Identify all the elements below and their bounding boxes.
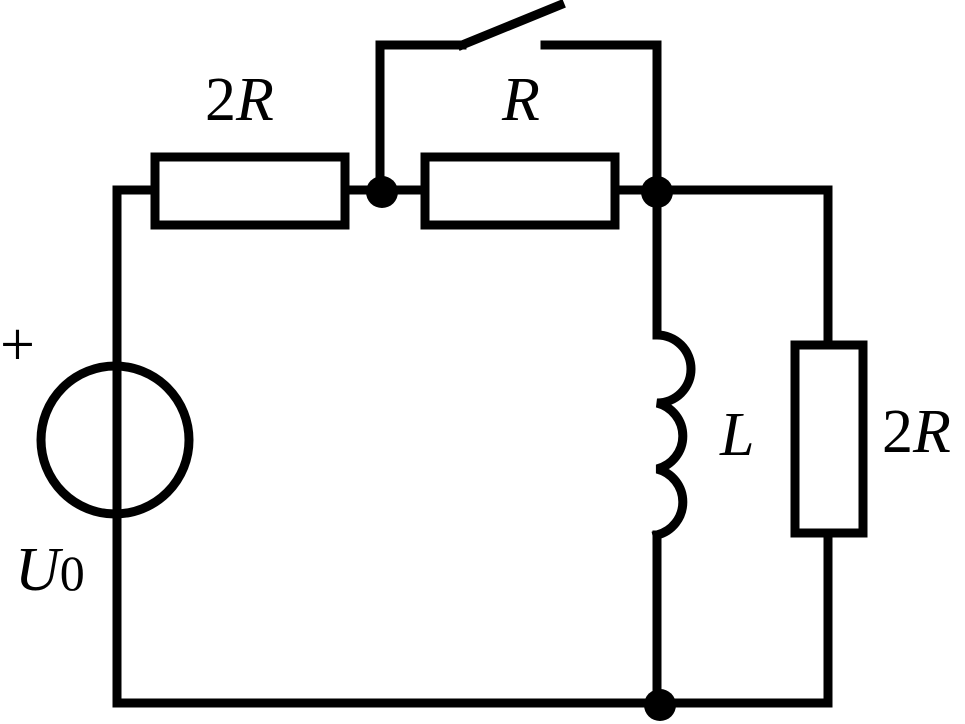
voltage-source [36, 361, 194, 519]
label-2r-series: 2R [205, 66, 274, 134]
label-source-plus: + [0, 311, 35, 379]
wire-left-rail [112, 185, 665, 708]
label-inductor: L [719, 401, 754, 469]
label-r-middle: R [501, 66, 540, 134]
wire-switch-left [375, 40, 467, 195]
node-dot-middle [366, 176, 398, 208]
node-dot-right-top [641, 176, 673, 208]
inductor-coil [651, 330, 696, 541]
node-dot-bottom [644, 689, 676, 721]
resistor-2r-shunt [790, 340, 868, 538]
label-2r-shunt: 2R [882, 398, 951, 466]
wire-switch-right [540, 40, 662, 195]
label-source-name: U0 [15, 536, 85, 604]
switch-blade[interactable] [456, 0, 566, 51]
wire-top-r-to-right [610, 185, 833, 350]
wire-shunt-bottom [655, 528, 833, 708]
resistor-2r-series [150, 152, 350, 230]
resistor-r-middle [420, 152, 620, 230]
